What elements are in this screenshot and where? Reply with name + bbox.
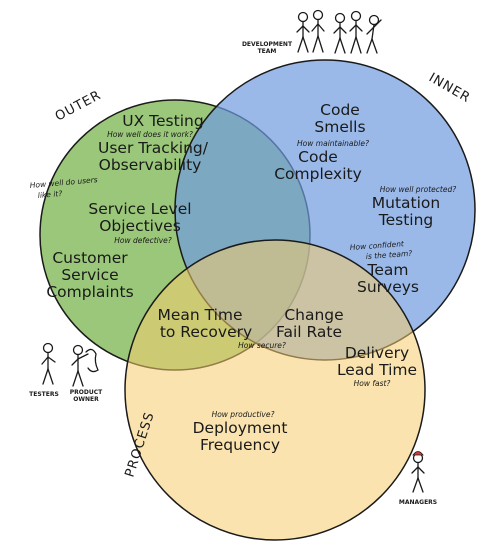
mttr-text-2: to Recovery bbox=[160, 323, 252, 341]
how-protected-question: How well protected? bbox=[380, 185, 456, 194]
code-smells-text-1: Code bbox=[320, 101, 360, 119]
outer-label: OUTER bbox=[53, 88, 104, 125]
how-defective-question: How defective? bbox=[114, 236, 172, 245]
how-secure-question: How secure? bbox=[238, 341, 286, 350]
testers-figure: TESTERS bbox=[29, 342, 59, 398]
code-smells-text-2: Smells bbox=[314, 118, 365, 136]
how-confident-question-2: is the team? bbox=[366, 249, 413, 261]
how-well-work-question: How well does it work? bbox=[107, 130, 193, 139]
managers-label: MANAGERS bbox=[399, 499, 437, 506]
user-tracking-text-2: Observability bbox=[99, 156, 202, 174]
testers-label: TESTERS bbox=[29, 391, 59, 398]
csc-text-2: Service bbox=[61, 266, 118, 284]
development-team-label-2: TEAM bbox=[258, 48, 277, 55]
csc-text-3: Complaints bbox=[46, 283, 133, 301]
code-complexity-text-1: Code bbox=[298, 148, 338, 166]
lead-time-text-1: Delivery bbox=[345, 344, 409, 362]
ux-testing-text: UX Testing bbox=[122, 112, 203, 130]
product-owner-label-1: PRODUCT bbox=[70, 389, 103, 396]
product-owner-label-2: OWNER bbox=[73, 396, 99, 403]
how-maintainable-question: How maintainable? bbox=[297, 139, 369, 148]
how-well-users-question-2: like it? bbox=[37, 189, 62, 200]
inner-label: INNER bbox=[426, 70, 473, 106]
team-surveys-text-1: Team bbox=[367, 261, 409, 279]
how-fast-question: How fast? bbox=[354, 379, 391, 388]
development-team-figures: DEVELOPMENT TEAM bbox=[242, 9, 382, 55]
cfr-text-1: Change bbox=[284, 306, 343, 324]
deploy-freq-text-2: Frequency bbox=[200, 436, 280, 454]
csc-text-1: Customer bbox=[52, 249, 128, 267]
mttr-text-1: Mean Time bbox=[157, 306, 242, 324]
slo-text-1: Service Level bbox=[88, 200, 191, 218]
code-complexity-text-2: Complexity bbox=[274, 165, 362, 183]
deploy-freq-text-1: Deployment bbox=[193, 419, 288, 437]
how-productive-question: How productive? bbox=[212, 410, 275, 419]
managers-figure: MANAGERS bbox=[399, 451, 437, 506]
user-tracking-text-1: User Tracking/ bbox=[98, 139, 209, 157]
mutation-testing-text-1: Mutation bbox=[372, 194, 440, 212]
cfr-text-2: Fail Rate bbox=[276, 323, 342, 341]
development-team-label-1: DEVELOPMENT bbox=[242, 41, 293, 48]
process-circle bbox=[124, 239, 426, 541]
product-owner-figure: PRODUCT OWNER bbox=[70, 344, 103, 403]
mutation-testing-text-2: Testing bbox=[378, 211, 434, 229]
lead-time-text-2: Lead Time bbox=[337, 361, 417, 379]
slo-text-2: Objectives bbox=[99, 217, 181, 235]
team-surveys-text-2: Surveys bbox=[357, 278, 419, 296]
how-confident-question-1: How confident bbox=[350, 239, 406, 252]
red-cap-icon bbox=[412, 451, 424, 456]
